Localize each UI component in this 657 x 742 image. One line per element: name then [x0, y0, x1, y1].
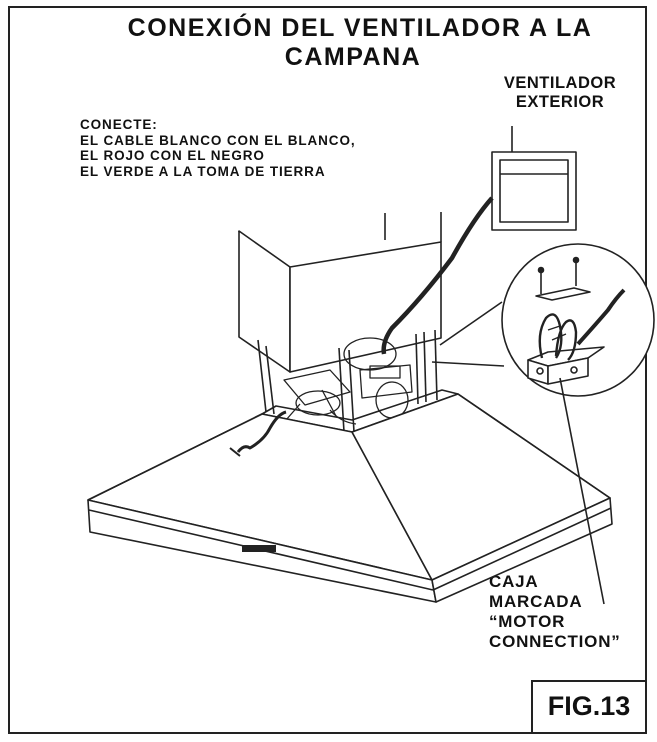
instructions-line-2: EL ROJO CON EL NEGRO	[80, 148, 265, 164]
hood-canopy	[87, 393, 611, 581]
external-fan-label: VENTILADOR EXTERIOR	[480, 74, 640, 112]
connection-box-detail	[431, 243, 655, 605]
chimney-cover	[238, 212, 442, 373]
diagram-title: CONEXIÓN DEL VENTILADOR A LA CAMPANA	[60, 14, 657, 72]
connection-instructions: CONECTE: EL CABLE BLANCO CON EL BLANCO, …	[80, 117, 356, 179]
instructions-line-3: EL VERDE A LA TOMA DE TIERRA	[80, 163, 326, 179]
box-label-line-3: “MOTOR	[489, 612, 566, 631]
box-label-line-4: CONNECTION”	[489, 632, 621, 651]
figure-number: FIG.13	[531, 680, 645, 732]
fan-label-line-2: EXTERIOR	[515, 93, 605, 111]
fan-label-line-1: VENTILADOR	[503, 74, 617, 92]
title-line-1: CONEXIÓN DEL VENTILADOR A LA	[127, 14, 593, 42]
instructions-line-1: EL CABLE BLANCO CON EL BLANCO,	[80, 132, 356, 148]
box-label-line-1: CAJA	[489, 572, 539, 591]
box-label-line-2: MARCADA	[489, 592, 583, 611]
title-line-2: CAMPANA	[284, 43, 422, 71]
motor-connection-box-label: CAJA MARCADA “MOTOR CONNECTION”	[489, 572, 621, 652]
external-fan-box	[491, 126, 577, 231]
instructions-heading: CONECTE:	[80, 117, 158, 132]
blower-assembly	[283, 337, 413, 425]
dacor-logo	[242, 545, 276, 552]
